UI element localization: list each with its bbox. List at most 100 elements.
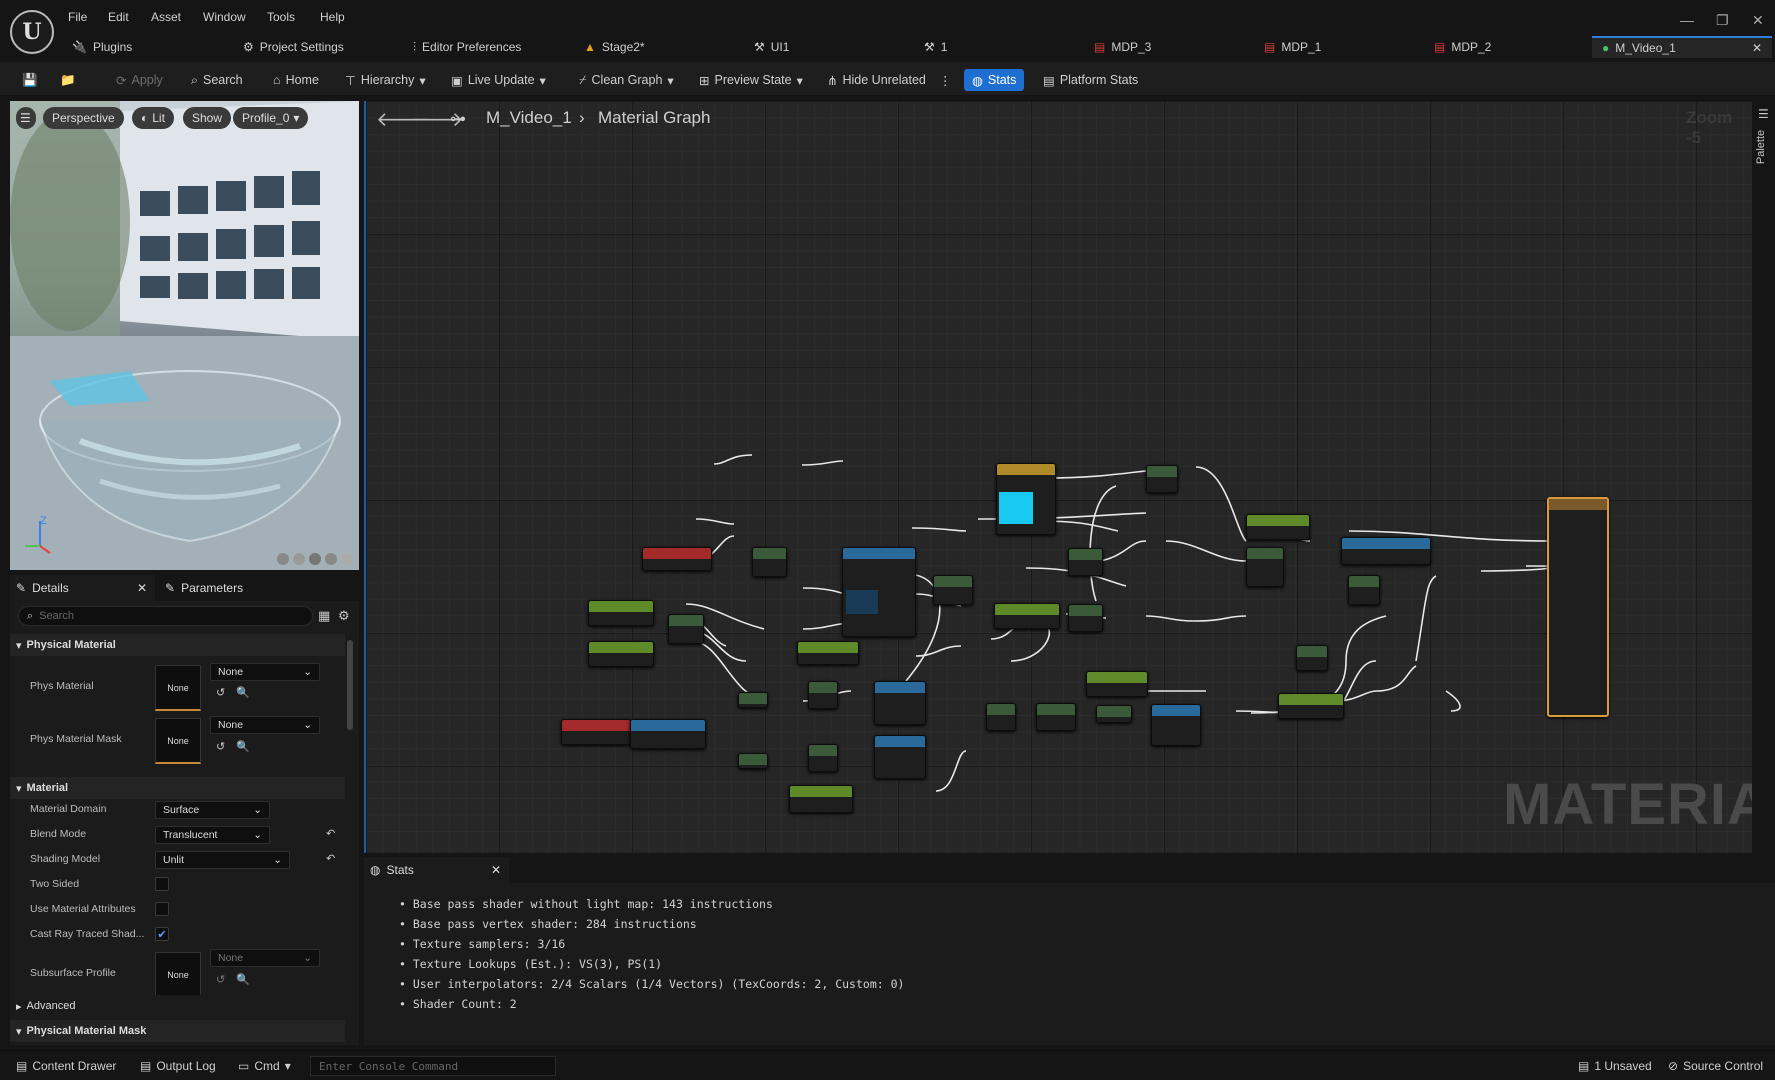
close-tab-icon[interactable]: ✕ — [1751, 41, 1762, 55]
texcoord-node[interactable] — [642, 547, 712, 571]
menu-help[interactable]: Help — [320, 10, 345, 24]
sub-node[interactable] — [738, 753, 768, 769]
min-node[interactable] — [808, 681, 838, 709]
material-graph-canvas[interactable]: 🡐 🡒 ⊶ M_Video_1 › Material Graph Zoom -5… — [364, 101, 1752, 853]
browse-asset-icon[interactable]: 🔍 — [236, 741, 250, 753]
console-command-input[interactable]: Enter Console Command — [310, 1056, 556, 1076]
tab-details[interactable]: ✎Details ✕ — [10, 575, 155, 601]
scalar-param-node[interactable] — [797, 641, 859, 665]
tab-1[interactable]: ⚒1 — [924, 40, 948, 54]
profile-dropdown[interactable]: Profile_0▾ — [233, 107, 309, 129]
multiply-node[interactable] — [1036, 703, 1076, 731]
reset-to-default-icon[interactable]: ↶ — [326, 828, 336, 840]
phys-material-mask-combo[interactable]: None⌄ — [210, 716, 320, 734]
tab-stage2[interactable]: ▲Stage2* — [584, 40, 645, 54]
preview-state-button[interactable]: ⊞Preview State▾ — [699, 73, 803, 88]
scalar-param-node[interactable] — [994, 603, 1060, 629]
content-drawer-button[interactable]: ▤Content Drawer — [16, 1059, 117, 1073]
section-advanced[interactable]: ▸Advanced — [10, 995, 345, 1017]
scalar-param-node[interactable] — [789, 785, 853, 813]
cmd-dropdown[interactable]: ▭Cmd▾ — [238, 1059, 291, 1073]
more-options-icon[interactable]: ⋮ — [939, 73, 952, 88]
tab-parameters[interactable]: ✎Parameters — [165, 581, 244, 595]
palette-tab[interactable]: Palette — [1755, 129, 1768, 165]
tab-m-video-1[interactable]: ●M_Video_1✕ — [1592, 36, 1772, 58]
scalar-param-node[interactable] — [1278, 693, 1344, 719]
close-window-icon[interactable]: ✕ — [1752, 12, 1764, 28]
reset-to-default-icon[interactable]: ↶ — [326, 853, 336, 865]
clean-graph-button[interactable]: ⌿Clean Graph▾ — [579, 72, 674, 88]
divide-node[interactable] — [1068, 604, 1103, 632]
saturate-node[interactable] — [1096, 705, 1132, 723]
unreal-logo-icon[interactable]: U — [10, 10, 54, 54]
hue-shift-node[interactable] — [1341, 537, 1431, 565]
tab-project-settings[interactable]: ⚙Project Settings — [243, 40, 344, 54]
section-physical-material[interactable]: ▾Physical Material — [10, 634, 345, 656]
material-output-node[interactable] — [1547, 497, 1609, 717]
smoothstep-node[interactable] — [874, 681, 926, 725]
close-stats-icon[interactable]: ✕ — [490, 863, 501, 877]
table-view-icon[interactable]: ▦ — [318, 608, 331, 623]
reset-arrow-icon[interactable]: ↺ — [216, 974, 226, 986]
scalar-param-node[interactable] — [1086, 671, 1148, 697]
browse-asset-icon[interactable]: 🔍 — [236, 974, 250, 986]
reset-arrow-icon[interactable]: ↺ — [216, 741, 226, 753]
output-log-button[interactable]: ▤Output Log — [140, 1059, 216, 1073]
perspective-button[interactable]: Perspective — [43, 107, 124, 129]
sub-node[interactable] — [738, 692, 768, 708]
show-button[interactable]: Show — [183, 107, 232, 129]
lit-button[interactable]: ◐Lit — [132, 107, 174, 129]
scalar-param-node[interactable] — [588, 641, 654, 667]
use-material-attributes-checkbox[interactable] — [155, 902, 169, 916]
breadcrumb-asset[interactable]: M_Video_1 — [486, 108, 572, 127]
subsurface-profile-thumbnail[interactable]: None — [155, 952, 201, 998]
details-search-input[interactable]: ⌕Search — [18, 606, 313, 626]
multiply-node[interactable] — [752, 547, 787, 577]
append-node[interactable] — [668, 614, 704, 644]
hierarchy-button[interactable]: ⊤Hierarchy▾ — [345, 73, 426, 88]
tab-stats[interactable]: ◍Stats ✕ — [364, 857, 509, 883]
blend-mode-combo[interactable]: Translucent⌄ — [155, 826, 270, 844]
menu-asset[interactable]: Asset — [151, 10, 182, 24]
source-control-button[interactable]: ⊘Source Control — [1668, 1059, 1764, 1073]
browse-asset-icon[interactable]: 🔍 — [236, 687, 250, 699]
cast-ray-traced-shadows-checkbox[interactable]: ✔ — [155, 927, 169, 941]
texture-sample-node[interactable] — [842, 547, 916, 637]
tab-ui1[interactable]: ⚒UI1 — [754, 40, 790, 54]
search-button[interactable]: ⌕Search — [191, 72, 243, 88]
live-update-button[interactable]: ▣Live Update▾ — [451, 73, 546, 88]
material-domain-combo[interactable]: Surface⌄ — [155, 801, 270, 819]
menu-window[interactable]: Window — [203, 10, 246, 24]
unsaved-button[interactable]: ▤1 Unsaved — [1578, 1059, 1652, 1073]
hide-unrelated-button[interactable]: ⋔Hide Unrelated — [827, 73, 926, 88]
section-material[interactable]: ▾Material — [10, 777, 345, 799]
multiply-node[interactable] — [1296, 645, 1328, 671]
tab-plugins[interactable]: 🔌Plugins — [72, 40, 133, 54]
stats-button[interactable]: ◍Stats — [964, 69, 1025, 91]
phys-material-combo[interactable]: None⌄ — [210, 663, 320, 681]
phys-material-thumbnail[interactable]: None — [155, 665, 201, 711]
vector-param-node[interactable] — [996, 463, 1056, 535]
lerp-node[interactable] — [1246, 547, 1284, 587]
menu-file[interactable]: File — [68, 10, 88, 24]
minimize-icon[interactable]: — — [1680, 12, 1694, 28]
multiply-node[interactable] — [1146, 465, 1178, 493]
restore-icon[interactable]: ❐ — [1716, 12, 1729, 28]
home-button[interactable]: ⌂Home — [273, 73, 319, 87]
texcoord-node[interactable] — [561, 719, 631, 745]
menu-edit[interactable]: Edit — [108, 10, 129, 24]
scalar-param-node[interactable] — [1246, 514, 1310, 540]
settings-gear-icon[interactable]: ⚙ — [338, 608, 350, 623]
close-details-icon[interactable]: ✕ — [136, 581, 147, 595]
viewport-menu-icon[interactable]: ☰ — [16, 107, 36, 129]
shading-model-combo[interactable]: Unlit⌄ — [155, 851, 290, 869]
break-out-components-node[interactable] — [630, 719, 706, 749]
add-node[interactable] — [1348, 575, 1380, 605]
platform-stats-button[interactable]: ▤Platform Stats — [1043, 73, 1139, 88]
subsurface-profile-combo[interactable]: None⌄ — [210, 949, 320, 967]
multiply-node[interactable] — [933, 575, 973, 605]
tab-editor-preferences[interactable]: ⫶Editor Preferences — [413, 39, 522, 55]
phys-material-mask-thumbnail[interactable]: None — [155, 718, 201, 764]
two-sided-checkbox[interactable] — [155, 877, 169, 891]
forward-arrow-icon[interactable]: 🡒 — [410, 109, 464, 131]
